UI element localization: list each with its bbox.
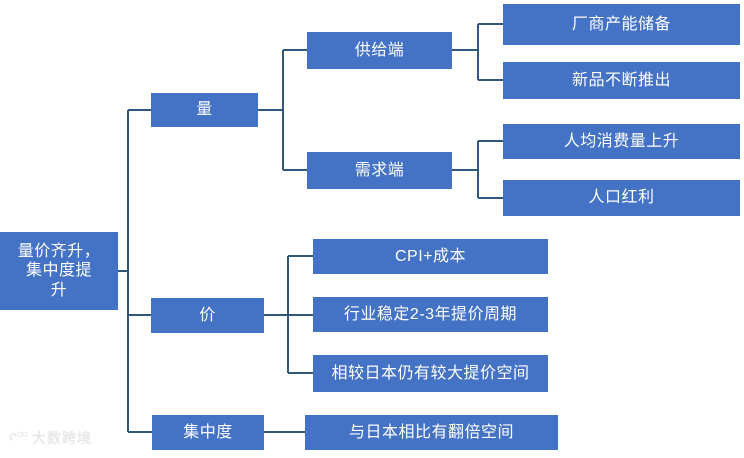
watermark-text: 大数跨境	[32, 430, 92, 446]
node-leaf-yu-riben-xiangbi-fanbei-kongjian[interactable]: 与日本相比有翻倍空间	[305, 415, 558, 450]
node-leaf-cpi-chengben[interactable]: CPI+成本	[313, 239, 548, 274]
node-root[interactable]: 量价齐升， 集中度提 升	[0, 232, 118, 310]
node-leaf-changshang-channeng-chubei[interactable]: 厂商产能储备	[503, 4, 740, 45]
node-leaf-hangye-wending-tijia-zhouqi[interactable]: 行业稳定2-3年提价周期	[313, 297, 548, 332]
node-leaf-renjun-xiaofeiliang-shangsheng[interactable]: 人均消费量上升	[503, 124, 740, 159]
watermark: 大数跨境	[8, 428, 92, 448]
node-branch-jia[interactable]: 价	[151, 298, 264, 333]
node-gongjiduan[interactable]: 供给端	[307, 32, 452, 69]
node-xuqiuduan[interactable]: 需求端	[307, 152, 452, 189]
node-leaf-xinpin-buduan-tuichu[interactable]: 新品不断推出	[503, 62, 740, 99]
watermark-logo-icon	[8, 430, 28, 446]
node-branch-liang[interactable]: 量	[151, 93, 258, 127]
node-branch-jizhongdu[interactable]: 集中度	[152, 415, 264, 450]
node-leaf-renkou-hongli[interactable]: 人口红利	[503, 180, 740, 216]
node-leaf-xiangjiao-riben-tijia-kongjian[interactable]: 相较日本仍有较大提价空间	[313, 355, 548, 392]
